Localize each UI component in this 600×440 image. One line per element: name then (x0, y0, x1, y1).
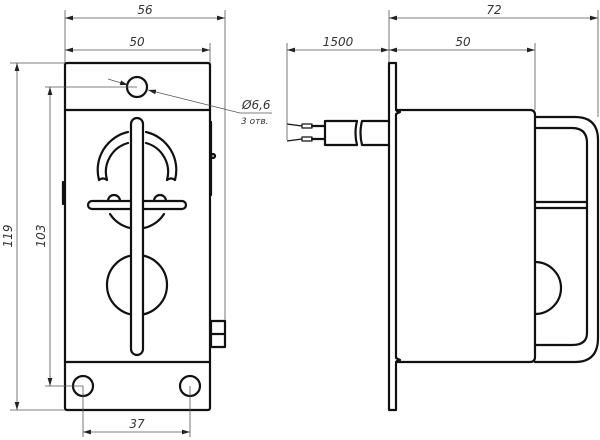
dim-label-72: 72 (486, 3, 501, 17)
dim-label-37: 37 (129, 417, 145, 431)
dim-label-50-front: 50 (129, 35, 145, 49)
wires (286, 123, 303, 142)
dim-label-103: 103 (34, 225, 48, 248)
wire-terminals (310, 124, 327, 141)
hole-count-label: 3 отв. (241, 117, 269, 127)
front-view: 56 50 119 103 37 Ø6,6 3 отв. (1, 3, 272, 437)
handle-outer (533, 115, 600, 364)
vertical-bar (129, 116, 145, 357)
mounting-flange (387, 61, 402, 412)
dim-label-1500: 1500 (323, 35, 354, 49)
horseshoe-slot (96, 130, 178, 182)
contact-profile (533, 260, 563, 316)
hole-leader-line (147, 89, 241, 114)
handle-crossbar (533, 200, 589, 210)
front-body-outline (63, 61, 212, 412)
dim-label-50-side: 50 (455, 35, 471, 49)
bar-bumps (106, 193, 168, 203)
handle-inner (533, 126, 589, 347)
dim-label-119: 119 (1, 225, 15, 248)
dim-label-56: 56 (137, 3, 153, 17)
side-body (394, 108, 537, 364)
hole-diameter-label: Ø6,6 (241, 98, 271, 112)
side-view: 72 50 1500 (286, 3, 600, 412)
cable-end (323, 119, 359, 147)
wire-ferrule-2 (301, 136, 313, 142)
wire-ferrule-1 (301, 123, 313, 129)
side-screw (209, 152, 217, 160)
cable-sheath (359, 119, 391, 147)
